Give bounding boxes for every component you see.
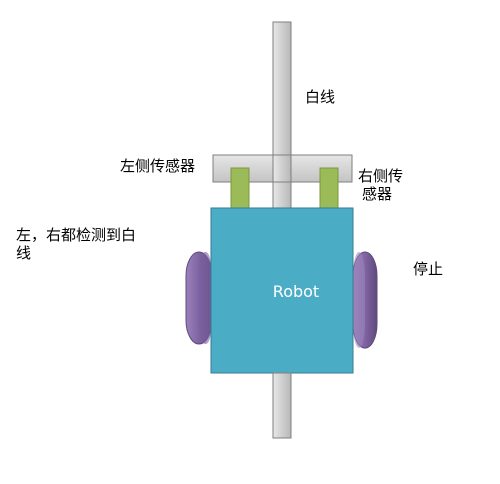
right-sensor [319, 167, 339, 209]
status-text-line1: 左，右都检测到白 [16, 226, 137, 244]
left-wheel [185, 251, 213, 345]
right-sensor-label-line1: 右侧传 [358, 167, 404, 185]
status-text-line2: 线 [16, 244, 32, 262]
robot-body [210, 207, 354, 374]
white-line-below-robot [272, 372, 292, 439]
right-sensor-label-line2: 感器 [362, 185, 393, 203]
robot-label: Robot [273, 282, 319, 301]
white-line-over-bar [272, 154, 292, 183]
white-line-label: 白线 [305, 88, 336, 106]
left-sensor-label: 左侧传感器 [120, 157, 196, 175]
left-sensor [230, 167, 250, 209]
action-label: 停止 [413, 260, 444, 278]
right-wheel [352, 251, 378, 349]
